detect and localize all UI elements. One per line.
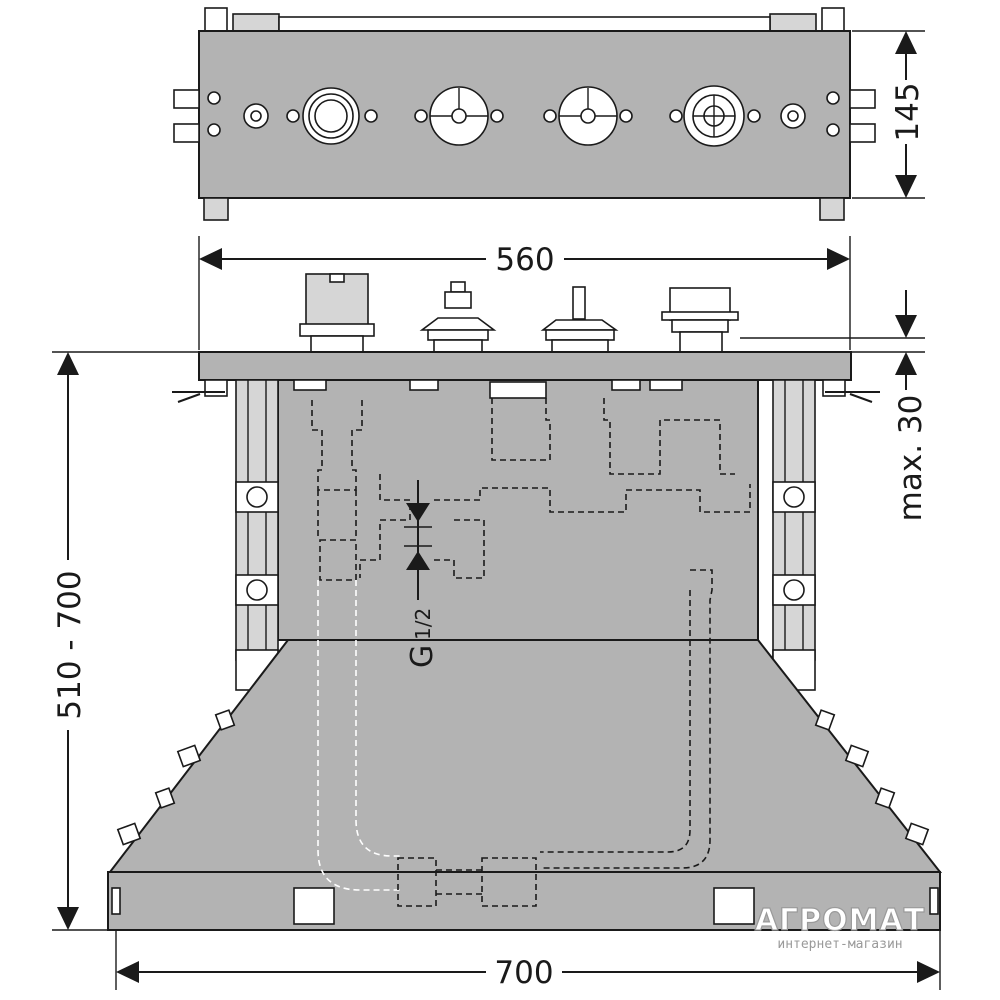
thread-label-fraction: 1/2 [411,608,435,640]
dimension-label-700: 700 [494,955,553,991]
dimension-145: 145 [852,30,926,199]
thread-marker: G 1/2 [404,480,440,668]
valve-disc [414,86,504,146]
mounting-clamp-left [172,379,228,403]
dimension-label-145: 145 [890,82,926,141]
fitting-valve [540,286,619,353]
thermostat-cartridge [669,85,761,147]
housing-upper [277,379,759,641]
dimension-700: 700 [115,930,941,991]
outlet-ring [286,87,378,145]
side-clips [116,709,930,846]
fitting-thermostat [661,287,739,353]
mounting-clamp-right [822,379,880,403]
top-view: 145 [173,7,926,221]
dimension-510-700: 510 - 700 [50,351,199,931]
fitting-valve [419,281,497,353]
watermark-tagline: интернет-магазин [777,937,902,952]
thread-label-prefix: G [405,645,440,668]
fitting-outlet [299,273,375,353]
internal-pipework [311,398,751,907]
rail-right [772,379,816,691]
dimension-label-max-30: max. 30 [893,395,929,522]
front-view: G 1/2 [107,273,943,931]
valve-disc [543,86,633,146]
dimension-560: 560 [198,236,851,350]
cover-plate [198,351,852,381]
dimension-label-510-700: 510 - 700 [52,570,88,719]
watermark-logo: АГРОМАТ интернет-магазин [754,902,925,952]
dimension-label-560: 560 [495,242,554,278]
rail-left [235,379,279,691]
dimension-max-30: max. 30 [740,290,929,521]
base-plate [107,871,941,931]
watermark-brand: АГРОМАТ [755,903,925,938]
